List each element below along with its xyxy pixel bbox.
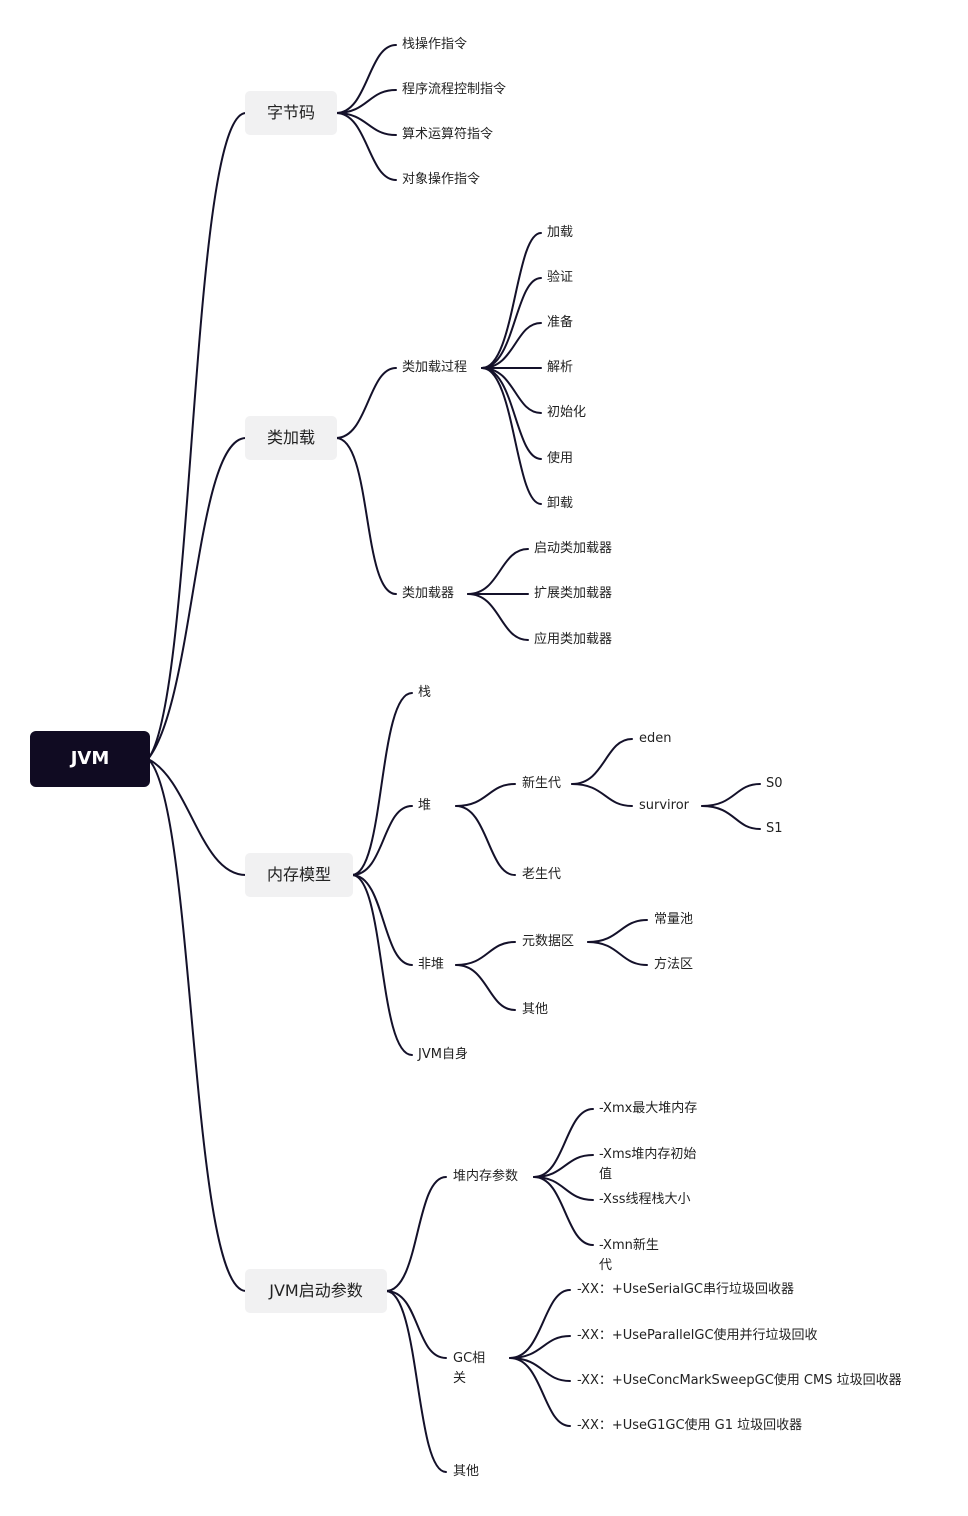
leaf-bytecode-3[interactable]: 算术运算符指令	[402, 127, 494, 142]
leaf-process-4[interactable]: 解析	[547, 360, 574, 375]
leaf-process-3[interactable]: 准备	[547, 315, 574, 330]
leaf-xmn[interactable]: -Xmn新生代	[599, 1238, 659, 1273]
edge-root-memory	[147, 758, 247, 876]
node-class-loaders[interactable]: 类加载器	[402, 586, 455, 601]
edge-root-bytecode	[147, 112, 247, 760]
leaf-bytecode-2[interactable]: 程序流程控制指令	[402, 82, 507, 97]
leaf-eden[interactable]: eden	[639, 731, 672, 746]
leaf-loader-2[interactable]: 扩展类加载器	[534, 586, 613, 601]
category-startup-params[interactable]: JVM启动参数	[245, 1269, 387, 1313]
node-heap[interactable]: 堆	[418, 798, 432, 813]
edge-root-classload	[147, 437, 247, 760]
leaf-s0[interactable]: S0	[766, 776, 783, 791]
leaf-process-6[interactable]: 使用	[547, 451, 574, 466]
node-non-heap[interactable]: 非堆	[418, 957, 445, 972]
leaf-constant-pool[interactable]: 常量池	[654, 912, 694, 927]
leaf-bytecode-4[interactable]: 对象操作指令	[402, 172, 481, 187]
leaf-s1[interactable]: S1	[766, 821, 783, 836]
category-class-loading[interactable]: 类加载	[245, 416, 337, 460]
leaf-gc-g1[interactable]: -XX：+UseG1GC使用 G1 垃圾回收器	[577, 1418, 803, 1433]
leaf-nonheap-other[interactable]: 其他	[522, 1002, 549, 1017]
leaf-jvm-self[interactable]: JVM自身	[418, 1047, 468, 1062]
node-survivor[interactable]: surviror	[639, 798, 690, 813]
node-metaspace[interactable]: 元数据区	[522, 934, 575, 949]
leaf-process-2[interactable]: 验证	[547, 270, 574, 285]
leaf-gc-cms[interactable]: -XX：+UseConcMarkSweepGC使用 CMS 垃圾回收器	[577, 1373, 902, 1388]
category-memory-model[interactable]: 内存模型	[245, 853, 353, 897]
leaf-xms[interactable]: -Xms堆内存初始值	[599, 1147, 697, 1182]
leaf-process-5[interactable]: 初始化	[547, 405, 587, 420]
leaf-process-7[interactable]: 卸载	[547, 496, 574, 511]
leaf-method-area[interactable]: 方法区	[654, 957, 694, 972]
leaf-xmx[interactable]: -Xmx最大堆内存	[599, 1101, 698, 1116]
edge-root-params	[147, 758, 247, 1292]
leaf-params-other[interactable]: 其他	[453, 1464, 480, 1479]
leaf-old-gen[interactable]: 老生代	[522, 867, 562, 882]
root-node[interactable]: JVM	[30, 731, 150, 787]
leaf-process-1[interactable]: 加载	[547, 225, 574, 240]
leaf-loader-3[interactable]: 应用类加载器	[534, 632, 613, 647]
node-class-load-process[interactable]: 类加载过程	[402, 360, 468, 375]
node-young-gen[interactable]: 新生代	[522, 776, 562, 791]
leaf-xss[interactable]: -Xss线程栈大小	[599, 1192, 691, 1207]
node-gc[interactable]: GC相关	[453, 1351, 486, 1386]
node-heap-params[interactable]: 堆内存参数	[453, 1169, 519, 1184]
leaf-bytecode-1[interactable]: 栈操作指令	[402, 37, 468, 52]
leaf-loader-1[interactable]: 启动类加载器	[534, 541, 613, 556]
leaf-stack[interactable]: 栈	[418, 685, 432, 700]
leaf-gc-serial[interactable]: -XX：+UseSerialGC串行垃圾回收器	[577, 1282, 794, 1297]
leaf-gc-parallel[interactable]: -XX：+UseParallelGC使用并行垃圾回收	[577, 1328, 818, 1343]
category-bytecode[interactable]: 字节码	[245, 91, 337, 135]
